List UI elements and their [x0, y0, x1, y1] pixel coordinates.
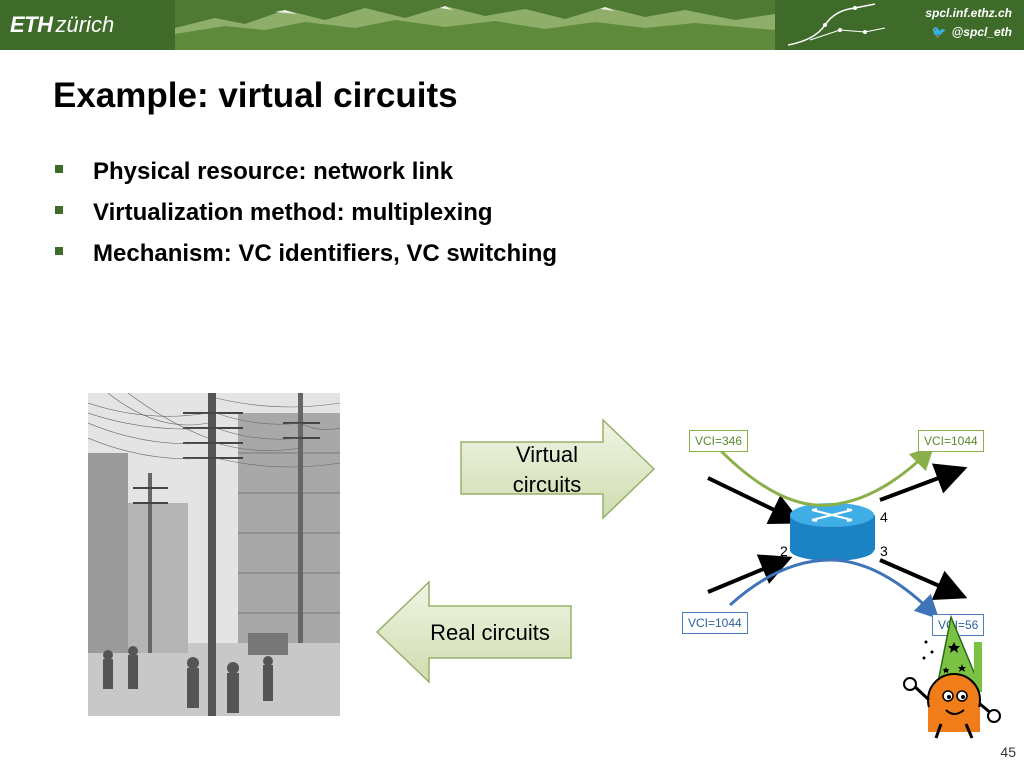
bullet-square-icon: [55, 247, 63, 255]
vci-label-green-out: VCI=1044: [918, 430, 984, 452]
mountain-panorama-image: [175, 0, 775, 50]
link-out-3: [879, 558, 968, 601]
vc-switch-diagram: [707, 445, 968, 620]
page-number: 45: [1000, 744, 1016, 760]
link-out-4: [879, 463, 968, 502]
port-label-3: 3: [880, 543, 888, 559]
bullet-text: Physical resource: network link: [93, 158, 454, 185]
router-bottom: [790, 539, 874, 561]
router-arrows-icon: [811, 508, 853, 522]
twitter-handle: @spcl_eth: [951, 25, 1012, 39]
port-label-2: 2: [780, 543, 788, 559]
bullet-list: Physical resource: network link Virtuali…: [55, 151, 557, 274]
wizard-mascot-icon: [903, 614, 1001, 739]
real-circuits-arrow: [375, 580, 572, 684]
bullet-text: Mechanism: VC identifiers, VC switching: [93, 240, 558, 267]
website-link[interactable]: spcl.inf.ethz.ch: [925, 6, 1012, 20]
link-in-1: [707, 476, 803, 524]
virtual-circuits-arrow: [460, 418, 656, 520]
virtual-label-line1: Virtual: [516, 442, 578, 467]
bullet-square-icon: [55, 165, 63, 173]
twitter-link[interactable]: 🐦 @spcl_eth: [925, 23, 1012, 42]
brand-zurich: zürich: [55, 12, 115, 37]
link-in-2: [707, 554, 793, 594]
port-label-4: 4: [880, 509, 888, 525]
port-label-1: 1: [780, 510, 788, 526]
header-bar: ETH zürich spcl.inf.ethz.ch 🐦 @spcl_eth: [0, 0, 1024, 50]
brand-eth: ETH: [10, 12, 53, 37]
bullet-item: Mechanism: VC identifiers, VC switching: [55, 233, 557, 274]
bullet-item: Virtualization method: multiplexing: [55, 192, 557, 233]
eth-zurich-logo: ETH zürich: [0, 0, 175, 50]
vci-label-green-in: VCI=346: [689, 430, 749, 452]
slide-title: Example: virtual circuits: [53, 76, 458, 115]
bullet-text: Virtualization method: multiplexing: [93, 199, 493, 226]
bullet-square-icon: [55, 206, 63, 214]
header-links: spcl.inf.ethz.ch 🐦 @spcl_eth: [925, 4, 1012, 42]
real-circuits-label: Real circuits: [430, 620, 550, 645]
telegraph-wires-photo: [88, 393, 340, 716]
virtual-circuit-blue: [728, 558, 940, 620]
twitter-icon: 🐦: [931, 25, 947, 39]
virtual-circuit-green: [718, 445, 935, 507]
vci-label-blue-in: VCI=1044: [682, 612, 748, 634]
virtual-circuits-label: Virtual circuits: [467, 440, 627, 500]
spcl-logo: [787, 3, 886, 46]
bullet-item: Physical resource: network link: [55, 151, 557, 192]
virtual-label-line2: circuits: [512, 472, 582, 497]
